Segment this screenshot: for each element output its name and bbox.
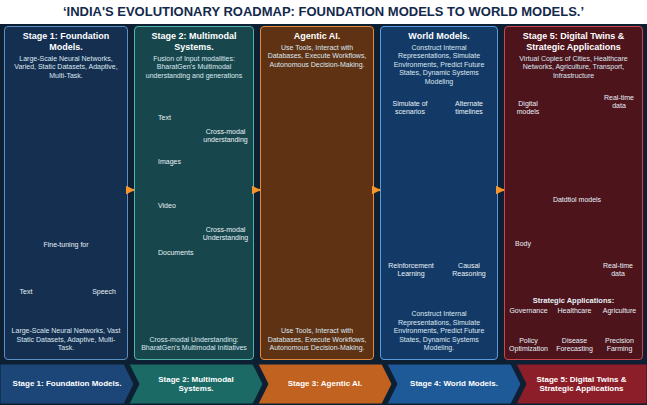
chevron-fill bbox=[129, 364, 263, 404]
stage-description: Use Tools, Interact with Databases, Exec… bbox=[266, 44, 368, 70]
stage-arrow bbox=[128, 189, 134, 191]
stage-heading: Stage 1: Foundation Models. bbox=[10, 31, 122, 53]
stage-summary: Large-Scale Neural Networks, Vast Static… bbox=[10, 327, 122, 353]
stage-panel: Agentic AI. Use Tools, Interact with Data… bbox=[260, 26, 374, 360]
icon-label: Cross-modal Understanding bbox=[199, 226, 252, 243]
icon-label: Governance bbox=[506, 307, 551, 315]
diagram-title: ‘INDIA'S EVOLUTIONARY ROADMAP: FOUNDATIO… bbox=[4, 4, 643, 19]
icon-label: Fine-tuning for bbox=[20, 241, 112, 249]
icon-label: Cross-modal understanding bbox=[199, 128, 252, 145]
icon-label: Policy Optimization bbox=[506, 337, 551, 354]
stage-panel: World Models. Construct Internal Represen… bbox=[380, 26, 498, 360]
icon-label: Real-time data bbox=[598, 94, 640, 111]
stage-chevron: Stage 1: Foundation Models. bbox=[0, 364, 134, 404]
icon-label: Images bbox=[157, 158, 199, 166]
stage-summary: Construct Internal Representations, Simu… bbox=[386, 310, 492, 353]
section-heading: Strategic Applications: bbox=[507, 296, 640, 305]
stage-description: Virtual Copies of Cities, Healthcare Net… bbox=[510, 55, 637, 81]
chevron-label: Stage 4: World Models. bbox=[399, 364, 509, 404]
stage-description: Fusion of Input modalities: BharatGen's … bbox=[140, 55, 248, 81]
chevron-fill bbox=[516, 364, 647, 404]
stage-description: Construct Internal Representations, Simu… bbox=[386, 44, 492, 87]
chevron-fill bbox=[258, 364, 392, 404]
chevron-label: Stage 5: Digital Twins & Strategic Appli… bbox=[528, 364, 635, 404]
icon-label: Disease Forecasting bbox=[552, 337, 597, 354]
chevron-fill bbox=[387, 364, 521, 404]
icon-label: Speech bbox=[84, 288, 124, 296]
stage-chevron: Stage 3: Agentic AI. bbox=[258, 364, 392, 404]
stage-heading: Agentic AI. bbox=[266, 31, 368, 42]
icon-label: Causal Reasoning bbox=[442, 262, 496, 279]
icon-label: Real-time data bbox=[596, 262, 640, 279]
icon-label: Text bbox=[157, 114, 199, 122]
stage-description: Large-Scale Neural Networks, Varied, Sta… bbox=[10, 55, 122, 81]
stage-arrow bbox=[374, 189, 380, 191]
stage-arrow bbox=[254, 189, 260, 191]
icon-label: Precision Farming bbox=[597, 337, 642, 354]
stage-heading: World Models. bbox=[386, 31, 492, 42]
stage-chevron: Stage 2: Multimodal Systems. bbox=[129, 364, 263, 404]
icon-label: Datdtiol models bbox=[550, 196, 604, 204]
stage-panel: Stage 2: Multimodal Systems.Fusion of In… bbox=[134, 26, 254, 360]
icon-label: Documents bbox=[157, 249, 201, 257]
stage-summary: Cross-modal Understanding: BharatGen's M… bbox=[140, 336, 248, 353]
chevron-label: Stage 2: Multimodal Systems. bbox=[141, 364, 251, 404]
icon-label: Text bbox=[8, 288, 44, 296]
chevron-label: Stage 3: Agentic AI. bbox=[270, 364, 380, 404]
icon-label: Simulate of scenarios bbox=[383, 100, 437, 117]
stage-summary: Use Tools, Interact with Databases, Exec… bbox=[266, 327, 368, 353]
icon-label: Video bbox=[157, 202, 199, 210]
icon-label: Reinforcement Learning bbox=[383, 262, 439, 279]
stage-chevron: Stage 4: World Models. bbox=[387, 364, 521, 404]
stage-arrow bbox=[498, 189, 504, 191]
stage-chevron: Stage 5: Digital Twins & Strategic Appli… bbox=[516, 364, 647, 404]
chevron-label: Stage 1: Foundation Models. bbox=[12, 364, 122, 404]
icon-label: Body bbox=[508, 240, 538, 248]
icon-label: Digital models bbox=[507, 100, 549, 117]
stage-heading: Stage 2: Multimodal Systems. bbox=[140, 31, 248, 53]
icon-label: Agriculture bbox=[597, 307, 642, 315]
icon-label: Healthcare bbox=[552, 307, 597, 315]
icon-label: Alternate timelines bbox=[442, 100, 496, 117]
stage-panel: Stage 1: Foundation Models.Large-Scale N… bbox=[4, 26, 128, 360]
stage-heading: Stage 5: Digital Twins & Strategic Appli… bbox=[510, 31, 637, 53]
chevron-fill bbox=[0, 364, 134, 404]
